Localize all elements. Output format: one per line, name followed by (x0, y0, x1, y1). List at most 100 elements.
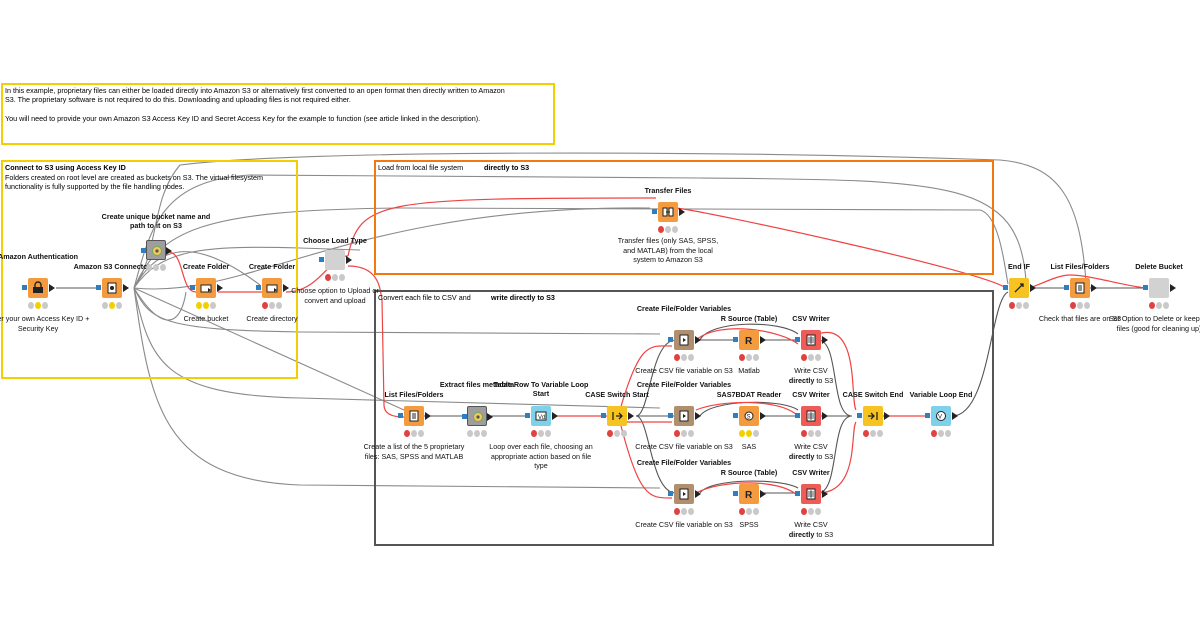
flow-connection (1029, 274, 1147, 289)
node-box[interactable]: R (733, 330, 766, 350)
intro-annotation-box: In this example, proprietary files can e… (1, 83, 555, 145)
output-port[interactable] (628, 412, 634, 420)
node-box[interactable] (256, 278, 289, 298)
desc-text: to S3 (816, 375, 834, 385)
connection (951, 291, 1009, 417)
node-status-lights (1070, 302, 1090, 309)
node-box[interactable] (141, 240, 172, 260)
node-box[interactable] (652, 202, 685, 222)
output-port[interactable] (760, 490, 766, 498)
output-port[interactable] (123, 284, 129, 292)
input-port[interactable] (668, 337, 673, 342)
node-box[interactable] (668, 406, 701, 426)
intro-line-1: In this example, proprietary files can e… (5, 86, 505, 95)
flow-connection (347, 197, 657, 257)
input-port[interactable] (462, 414, 467, 419)
node-status-lights (467, 430, 487, 437)
output-port[interactable] (49, 284, 55, 292)
input-port[interactable] (733, 413, 738, 418)
node-box[interactable] (398, 406, 431, 426)
node-box[interactable] (96, 278, 129, 298)
flow-connection (619, 345, 673, 411)
input-port[interactable] (733, 337, 738, 342)
node-box[interactable]: S (733, 406, 766, 426)
output-port[interactable] (822, 490, 828, 498)
input-port[interactable] (668, 413, 673, 418)
output-port[interactable] (166, 247, 172, 255)
output-port[interactable] (695, 412, 701, 420)
node-status-lights (801, 508, 821, 515)
node-title: R Source (Table) (720, 314, 778, 323)
file-var-icon (677, 487, 691, 501)
output-port[interactable] (679, 208, 685, 216)
node-box[interactable] (1003, 278, 1036, 298)
node-box[interactable]: R (733, 484, 766, 504)
node-box[interactable] (462, 406, 493, 426)
node-box[interactable] (668, 484, 701, 504)
output-port[interactable] (695, 336, 701, 344)
output-port[interactable] (952, 412, 958, 420)
sas-icon: S (742, 409, 756, 423)
node-box[interactable] (22, 278, 55, 298)
output-port[interactable] (283, 284, 289, 292)
output-port[interactable] (487, 413, 493, 421)
output-port[interactable] (425, 412, 431, 420)
node-box[interactable] (795, 484, 828, 504)
node-box[interactable] (601, 406, 634, 426)
flow-connection (619, 421, 673, 499)
output-port[interactable] (695, 490, 701, 498)
node-status-lights (931, 430, 951, 437)
input-port[interactable] (1143, 285, 1148, 290)
node-box[interactable] (1143, 278, 1176, 298)
output-port[interactable] (1091, 284, 1097, 292)
node-box[interactable]: Vd (525, 406, 558, 426)
input-port[interactable] (319, 257, 324, 262)
node-box[interactable]: V (925, 406, 958, 426)
input-port[interactable] (601, 413, 606, 418)
input-port[interactable] (795, 491, 800, 496)
node-box[interactable] (795, 330, 828, 350)
desc-bold: directly (788, 375, 815, 385)
input-port[interactable] (256, 285, 261, 290)
node-box[interactable] (1064, 278, 1097, 298)
node-box[interactable] (190, 278, 223, 298)
node-box[interactable] (319, 250, 352, 270)
input-port[interactable] (925, 413, 930, 418)
output-port[interactable] (1030, 284, 1036, 292)
input-port[interactable] (190, 285, 195, 290)
output-port[interactable] (552, 412, 558, 420)
output-port[interactable] (822, 412, 828, 420)
input-port[interactable] (1003, 285, 1008, 290)
output-port[interactable] (822, 336, 828, 344)
input-port[interactable] (652, 209, 657, 214)
output-port[interactable] (346, 256, 352, 264)
output-port[interactable] (1170, 284, 1176, 292)
node-title: R Source (Table) (720, 468, 778, 477)
input-port[interactable] (857, 413, 862, 418)
output-port[interactable] (760, 412, 766, 420)
node-status-lights (674, 430, 694, 437)
input-port[interactable] (96, 285, 101, 290)
node-title: Create File/Folder Variables (636, 304, 732, 313)
node-box[interactable] (668, 330, 701, 350)
input-port[interactable] (398, 413, 403, 418)
input-port[interactable] (795, 337, 800, 342)
input-port[interactable] (141, 248, 146, 253)
output-port[interactable] (217, 284, 223, 292)
desc-text: to S3 (816, 529, 834, 539)
node-box[interactable] (795, 406, 828, 426)
input-port[interactable] (668, 491, 673, 496)
node-box[interactable] (857, 406, 890, 426)
input-port[interactable] (795, 413, 800, 418)
svg-text:R: R (745, 336, 753, 347)
input-port[interactable] (525, 413, 530, 418)
node-title: Create File/Folder Variables (636, 380, 732, 389)
input-port[interactable] (733, 491, 738, 496)
output-port[interactable] (884, 412, 890, 420)
input-port[interactable] (1064, 285, 1069, 290)
output-port[interactable] (760, 336, 766, 344)
input-port[interactable] (22, 285, 27, 290)
csv-icon (804, 487, 818, 501)
node-status-lights (801, 354, 821, 361)
